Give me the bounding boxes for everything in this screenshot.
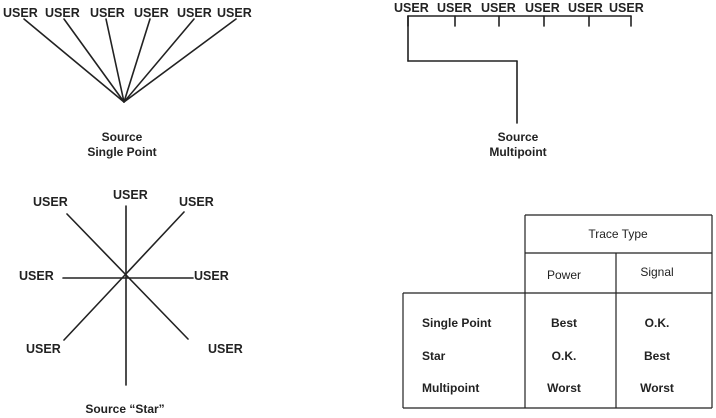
user-label: USER xyxy=(394,1,429,15)
user-label: USER xyxy=(609,1,644,15)
user-label: USER xyxy=(568,1,603,15)
table-column-header-signal: Signal xyxy=(640,265,674,279)
table-cell-power: Worst xyxy=(547,381,581,395)
user-label: USER xyxy=(194,269,229,283)
caption-line: Source xyxy=(101,130,143,144)
star-lines xyxy=(62,205,194,386)
table-cell-power: O.K. xyxy=(551,349,577,363)
user-label: USER xyxy=(177,6,212,20)
user-label: USER xyxy=(481,1,516,15)
user-label: USER xyxy=(3,6,38,20)
multipoint-caption: Source Multipoint xyxy=(466,130,570,160)
single-point-caption: Source Single Point xyxy=(70,130,174,160)
user-label: USER xyxy=(525,1,560,15)
caption-line: Multipoint xyxy=(489,145,547,159)
user-label: USER xyxy=(33,195,68,209)
user-label: USER xyxy=(217,6,252,20)
table-cell-signal: Worst xyxy=(640,381,674,395)
user-label: USER xyxy=(90,6,125,20)
caption-line: Single Point xyxy=(87,145,157,159)
table-group-header: Trace Type xyxy=(588,227,648,241)
user-label: USER xyxy=(26,342,61,356)
star-caption: Source “Star” xyxy=(85,402,165,416)
table-row-label: Star xyxy=(422,349,446,363)
user-label: USER xyxy=(45,6,80,20)
user-label: USER xyxy=(134,6,169,20)
user-label: USER xyxy=(437,1,472,15)
user-label: USER xyxy=(113,188,148,202)
table-cell-signal: Best xyxy=(643,349,671,363)
table-row-label: Multipoint xyxy=(422,381,480,395)
single-point-lines xyxy=(23,18,237,103)
table-grid xyxy=(402,214,713,409)
user-label: USER xyxy=(208,342,243,356)
caption-line: Source xyxy=(497,130,539,144)
user-label: USER xyxy=(179,195,214,209)
table-row-label: Single Point xyxy=(422,316,492,330)
table-cell-signal: O.K. xyxy=(644,316,670,330)
user-label: USER xyxy=(19,269,54,283)
table-column-header-power: Power xyxy=(546,268,582,282)
table-cell-power: Best xyxy=(550,316,578,330)
multipoint-lines xyxy=(407,15,632,124)
